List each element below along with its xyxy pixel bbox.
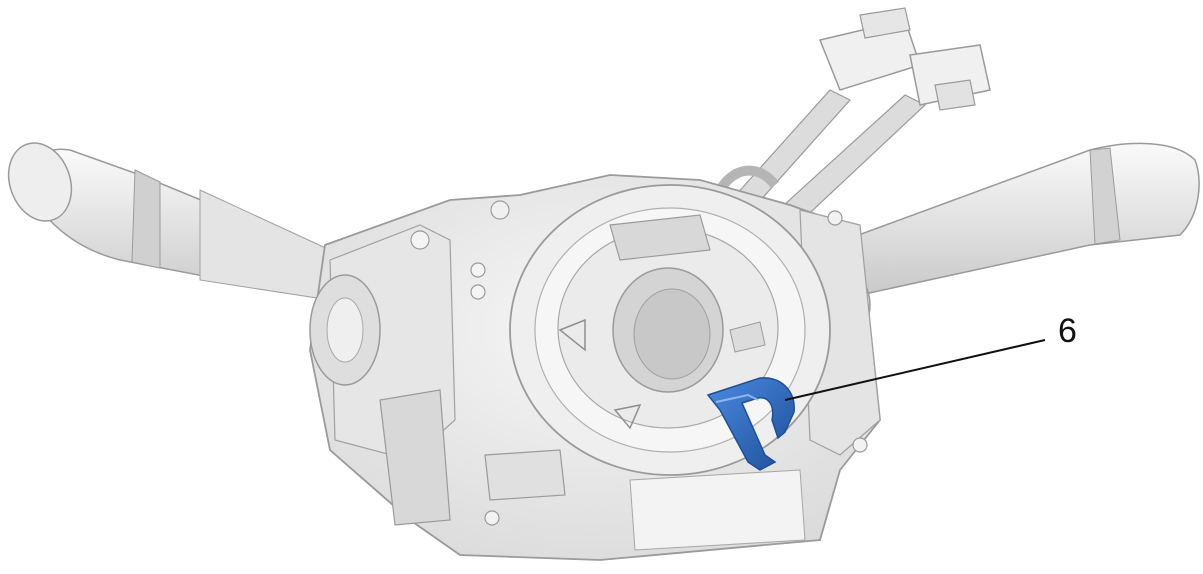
clock-spring [509,184,831,476]
locking-clip [706,377,795,471]
left-stalk [7,142,336,301]
callout-label: 6 [1058,312,1077,350]
callout-leader-line [784,339,1046,401]
